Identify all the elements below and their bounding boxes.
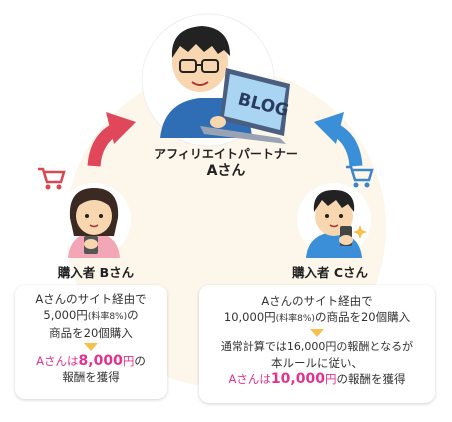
buyer-c-label: 購入者 Cさん <box>291 265 369 280</box>
buyer-c-result: Aさんは10,000円の報酬を獲得 <box>228 371 406 387</box>
buyer-c-line1: Aさんのサイト経由で <box>261 294 373 308</box>
arrow-red-left <box>87 112 136 167</box>
arrow-blue-right <box>314 112 363 167</box>
affiliate-name: Aさん <box>206 163 246 179</box>
buyer-c-line3: 通常計算では16,000円の報酬となるが <box>220 340 414 353</box>
shopping-cart-icon-left <box>38 167 66 190</box>
blogger-illustration: BLOG <box>141 13 291 147</box>
buyer-b-box: Aさんのサイト経由で 5,000円(料率8%)の 商品を20個購入 Aさんは8,… <box>15 285 167 399</box>
down-triangle-icon <box>84 343 98 351</box>
buyer-c-line2: 10,000円(料率8%)の商品を20個購入 <box>223 310 411 324</box>
man-illustration <box>297 183 371 258</box>
buyer-b-line2: 5,000円(料率8%)の <box>43 308 139 322</box>
buyer-b-label: 購入者 Bさん <box>57 265 135 280</box>
buyer-b-line3: 商品を20個購入 <box>49 326 133 340</box>
buyer-b-line1: Aさんのサイト経由で <box>35 292 147 306</box>
buyer-c-line4: 本ルールに従い、 <box>271 356 363 370</box>
buyer-b-result: Aさんは8,000円の <box>36 353 146 369</box>
buyer-c-box: Aさんのサイト経由で 10,000円(料率8%)の商品を20個購入 通常計算では… <box>199 285 435 403</box>
affiliate-role: アフィリエイトパートナー <box>154 147 298 161</box>
affiliate-label: アフィリエイトパートナー Aさん <box>126 146 326 180</box>
shopping-cart-icon-right <box>346 165 374 188</box>
down-triangle-icon <box>310 329 324 337</box>
woman-illustration <box>57 183 131 258</box>
buyer-b-line5: 報酬を獲得 <box>62 370 120 384</box>
